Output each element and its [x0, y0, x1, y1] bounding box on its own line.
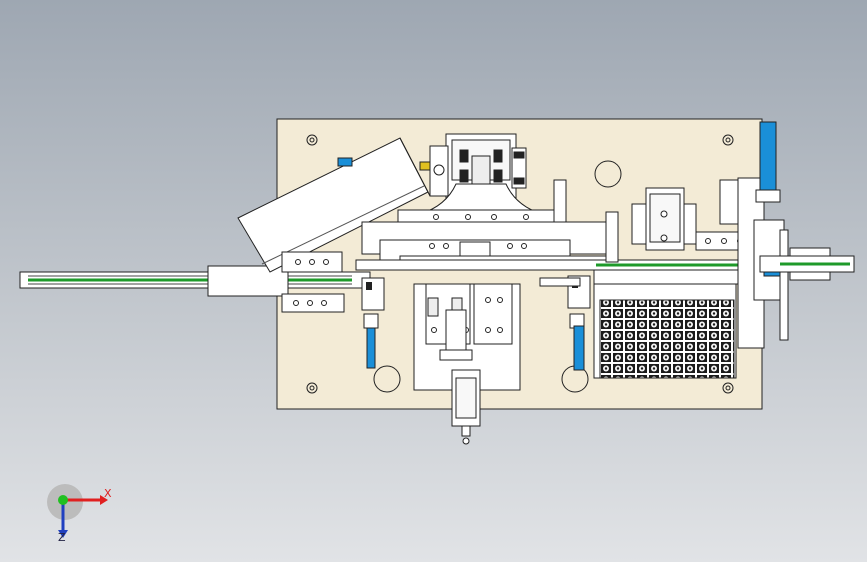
z-axis-label: Z	[58, 531, 66, 544]
left-gripper	[361, 277, 385, 369]
left-brackets	[281, 251, 345, 313]
coil-tray	[539, 269, 745, 379]
right-upper-block	[605, 187, 749, 263]
x-axis-label: X	[104, 487, 112, 500]
coordinate-triad-icon	[45, 480, 115, 550]
tilted-feeder-bin	[237, 137, 431, 273]
right-feed-unit	[719, 121, 789, 349]
mounting-holes	[306, 134, 734, 394]
top-central-assembly	[397, 133, 567, 241]
center-rail	[355, 259, 761, 271]
right-conveyor-rail	[759, 247, 855, 281]
lower-center-block	[413, 283, 521, 445]
left-conveyor-rail	[19, 265, 371, 297]
